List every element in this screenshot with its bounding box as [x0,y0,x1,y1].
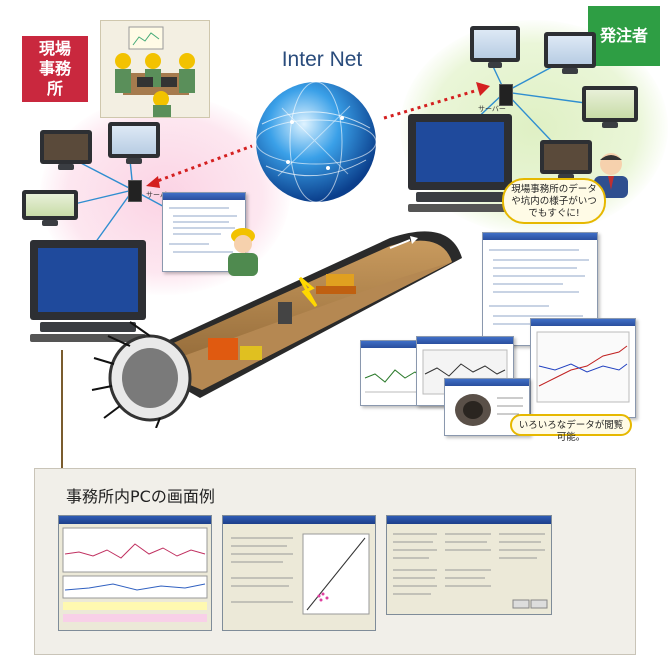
site-pc-monitor [22,190,78,226]
client-main-pc [408,114,512,218]
client-label: 発注者 [599,26,648,45]
data-window [416,336,514,406]
site-office-main-pc [30,240,146,350]
client-pc-monitor [470,26,520,68]
callout-browse-data: いろいろなデータが閲覧可能。 [510,414,632,443]
internet-label: Inter Net [281,48,363,71]
callout-client-access-text: 現場事務所のデータや坑内の様子がいつでもすぐに! [511,184,597,219]
site-pc-monitor [108,122,160,164]
data-window [530,318,636,418]
screen-example-scatter [222,515,376,631]
meeting-illustration [100,20,210,118]
site-office-tag: 現場事務所 [22,36,88,102]
server-right-label: サーバー [478,105,506,113]
server-right-icon [499,84,513,106]
client-pc-monitor [540,140,592,180]
tunnel-illustration [90,218,480,429]
client-pc-monitor [582,86,638,128]
arrow-head-right [476,82,490,96]
panel-title: 事務所内PCの画面例 [66,487,215,506]
client-pc-monitor [544,32,596,74]
server-left-icon [128,180,142,202]
link-site-to-internet [151,144,253,185]
client-tag: 発注者 [588,6,660,66]
screen-example-graph [58,515,212,631]
site-worker-avatar [222,226,264,276]
callout-browse-data-text: いろいろなデータが閲覧可能。 [518,420,624,443]
screen-example-settings [386,515,552,615]
arrow-head-left [146,176,160,188]
link-internet-to-client [383,88,479,120]
site-pc-monitor [40,130,92,170]
site-office-label: 現場事務所 [38,39,71,98]
callout-client-access: 現場事務所のデータや坑内の様子がいつでもすぐに! [502,178,606,224]
server-left-label: サーバー [146,191,174,199]
globe-icon [252,78,380,206]
